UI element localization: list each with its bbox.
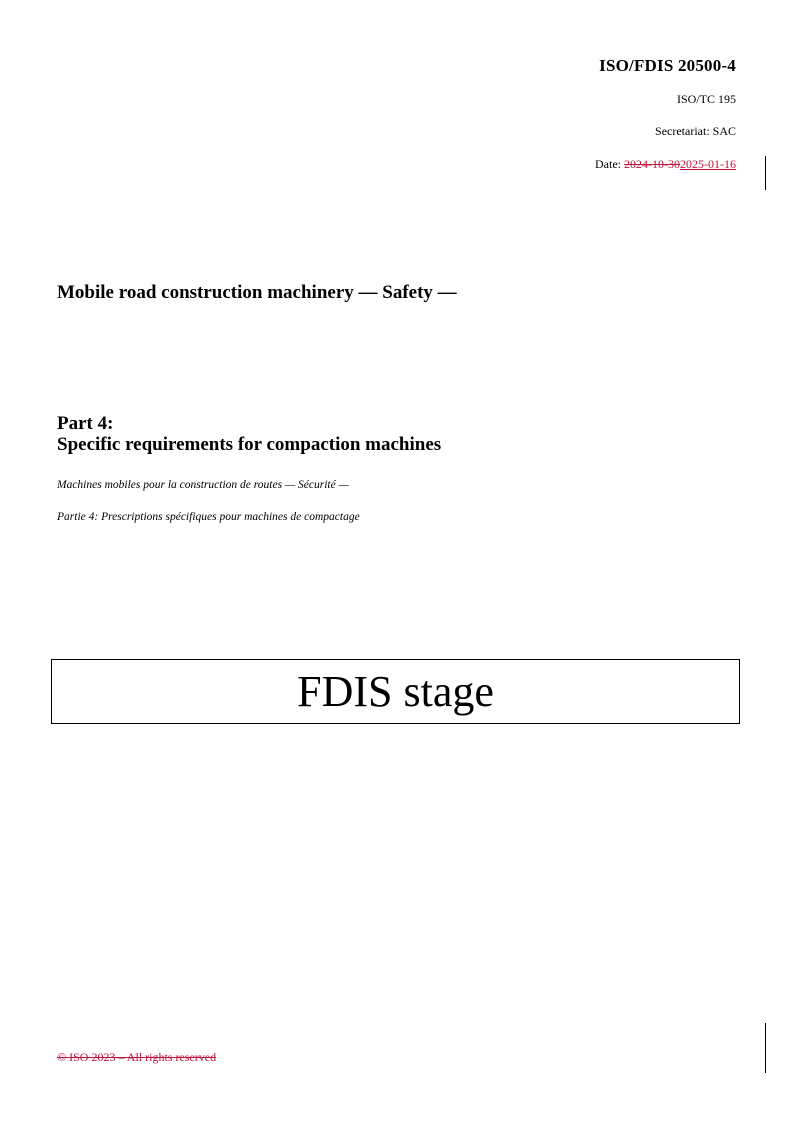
change-bar-marker [765, 156, 766, 190]
french-part-title: Partie 4: Prescriptions spécifiques pour… [57, 511, 360, 523]
date-label: Date: [595, 157, 624, 171]
stage-box: FDIS stage [51, 659, 740, 724]
date-inserted-revision: 2025-01-16 [680, 157, 736, 171]
technical-committee: ISO/TC 195 [676, 92, 736, 106]
stage-label: FDIS stage [297, 666, 494, 716]
document-date: Date: 2024-10-302025-01-16 [595, 157, 736, 172]
date-deleted-revision: 2024-10-30 [624, 157, 680, 171]
part-label: Part 4: [57, 413, 114, 434]
french-main-title: Machines mobiles pour la construction de… [57, 479, 349, 491]
main-title: Mobile road construction machinery — Saf… [57, 282, 457, 303]
part-title-block: Part 4: Specific requirements for compac… [57, 413, 441, 455]
change-bar-marker-footer [765, 1023, 766, 1073]
document-id: ISO/FDIS 20500-4 [599, 56, 736, 75]
part-title: Specific requirements for compaction mac… [57, 434, 442, 455]
secretariat: Secretariat: SAC [655, 124, 736, 138]
copyright-deleted-revision: © ISO 2023 – All rights reserved [57, 1050, 217, 1064]
